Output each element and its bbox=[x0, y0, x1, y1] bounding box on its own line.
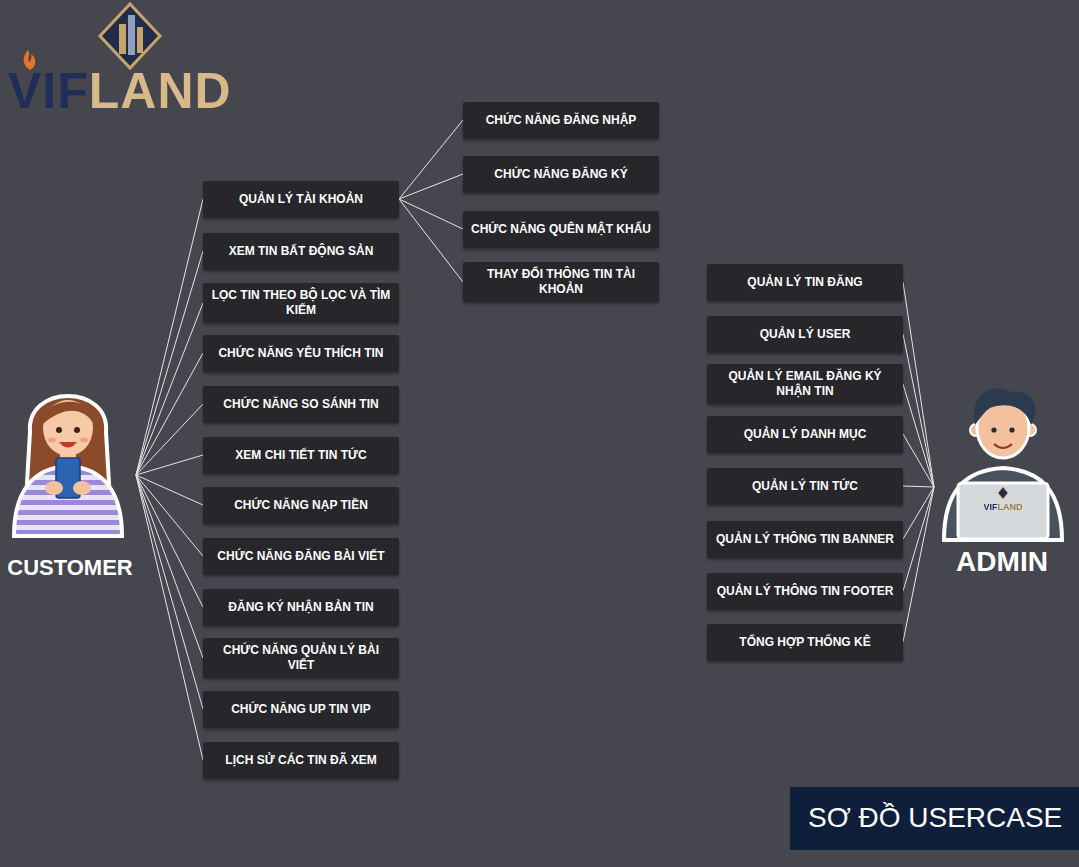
association-line bbox=[903, 334, 934, 487]
usecase-label: CHỨC NĂNG SO SÁNH TIN bbox=[223, 397, 378, 412]
usecase-label: ĐĂNG KÝ NHẬN BẢN TIN bbox=[228, 600, 373, 615]
association-line bbox=[399, 174, 463, 199]
logo-icon bbox=[100, 4, 160, 68]
actor-name: ADMIN bbox=[956, 546, 1048, 578]
usecase-box: THAY ĐỔI THÔNG TIN TÀI KHOẢN bbox=[463, 262, 659, 302]
usecase-label: CHỨC NĂNG ĐĂNG NHẬP bbox=[486, 113, 637, 128]
usecase-label: QUẢN LÝ TÀI KHOẢN bbox=[239, 192, 363, 207]
actor-figure: ADMIN bbox=[934, 380, 1070, 578]
association-line bbox=[903, 486, 934, 487]
association-line bbox=[136, 199, 203, 475]
usecase-label: QUẢN LÝ TIN ĐĂNG bbox=[747, 275, 862, 290]
association-line bbox=[903, 434, 934, 487]
association-line bbox=[136, 475, 203, 658]
usecase-box: LỌC TIN THEO BỘ LỌC VÀ TÌM KIẾM bbox=[203, 283, 399, 323]
association-line bbox=[399, 199, 463, 282]
usecase-label: QUẢN LÝ THÔNG TIN BANNER bbox=[716, 532, 894, 547]
association-line bbox=[136, 475, 203, 760]
logo-wordmark: VIFLAND bbox=[8, 66, 232, 116]
association-line bbox=[136, 455, 203, 475]
usecase-label: LỌC TIN THEO BỘ LỌC VÀ TÌM KIẾM bbox=[211, 288, 391, 318]
usecase-box: QUẢN LÝ USER bbox=[707, 316, 903, 353]
usecase-label: LỊCH SỬ CÁC TIN ĐÃ XEM bbox=[225, 753, 376, 768]
usecase-box: CHỨC NĂNG QUÊN MẬT KHẨU bbox=[463, 211, 659, 248]
usecase-box: XEM TIN BẤT ĐỘNG SẢN bbox=[203, 233, 399, 270]
usecase-box: QUẢN LÝ TIN ĐĂNG bbox=[707, 264, 903, 301]
association-line bbox=[903, 282, 934, 487]
association-line bbox=[136, 475, 203, 556]
usecase-box: QUẢN LÝ TIN TỨC bbox=[707, 468, 903, 505]
association-line bbox=[903, 487, 934, 539]
usecase-box: CHỨC NĂNG YÊU THÍCH TIN bbox=[203, 335, 399, 372]
usecase-label: QUẢN LÝ EMAIL ĐĂNG KÝ NHẬN TIN bbox=[715, 369, 895, 399]
usecase-label: XEM CHI TIẾT TIN TỨC bbox=[235, 448, 366, 463]
association-line bbox=[136, 475, 203, 607]
association-line bbox=[136, 353, 203, 475]
usecase-label: QUẢN LÝ DANH MỤC bbox=[744, 427, 867, 442]
association-line bbox=[399, 120, 463, 199]
usecase-label: CHỨC NĂNG YÊU THÍCH TIN bbox=[218, 346, 383, 361]
actor-figure: CUSTOMER bbox=[4, 378, 136, 580]
usecase-label: QUẢN LÝ USER bbox=[760, 327, 851, 342]
usecase-box: CHỨC NĂNG ĐĂNG KÝ bbox=[463, 156, 659, 193]
usecase-label: THAY ĐỔI THÔNG TIN TÀI KHOẢN bbox=[471, 267, 651, 297]
usecase-box: TỔNG HỢP THỐNG KÊ bbox=[707, 624, 903, 661]
usecase-label: CHỨC NĂNG ĐĂNG KÝ bbox=[494, 167, 627, 182]
laptop-logo: VIFLAND bbox=[984, 503, 1023, 512]
usecase-box: ĐĂNG KÝ NHẬN BẢN TIN bbox=[203, 589, 399, 626]
caption-text: SƠ ĐỒ USERCASE bbox=[808, 803, 1062, 834]
usecase-box: XEM CHI TIẾT TIN TỨC bbox=[203, 437, 399, 474]
usecase-box: CHỨC NĂNG NẠP TIỀN bbox=[203, 487, 399, 524]
usecase-label: CHỨC NĂNG QUẢN LÝ BÀI VIẾT bbox=[211, 643, 391, 673]
usecase-box: CHỨC NĂNG ĐĂNG BÀI VIẾT bbox=[203, 538, 399, 575]
admin-figure bbox=[944, 389, 1062, 540]
usecase-box: QUẢN LÝ THÔNG TIN BANNER bbox=[707, 521, 903, 558]
usecase-box: QUẢN LÝ DANH MỤC bbox=[707, 416, 903, 453]
association-line bbox=[136, 475, 203, 505]
association-line bbox=[136, 303, 203, 475]
usecase-label: CHỨC NĂNG QUÊN MẬT KHẨU bbox=[471, 222, 651, 237]
association-line bbox=[136, 251, 203, 475]
customer-figure bbox=[14, 396, 122, 536]
usecase-box: QUẢN LÝ EMAIL ĐĂNG KÝ NHẬN TIN bbox=[707, 364, 903, 404]
usecase-label: CHỨC NĂNG NẠP TIỀN bbox=[234, 498, 368, 513]
usecase-label: CHỨC NĂNG UP TIN VIP bbox=[231, 702, 371, 717]
usecase-label: TỔNG HỢP THỐNG KÊ bbox=[739, 635, 870, 650]
actor-name: CUSTOMER bbox=[7, 555, 133, 580]
usecase-box: QUẢN LÝ THÔNG TIN FOOTER bbox=[707, 573, 903, 610]
usecase-label: XEM TIN BẤT ĐỘNG SẢN bbox=[229, 244, 374, 259]
usecase-box: CHỨC NĂNG UP TIN VIP bbox=[203, 691, 399, 728]
usecase-box: CHỨC NĂNG ĐĂNG NHẬP bbox=[463, 102, 659, 139]
usecase-box: QUẢN LÝ TÀI KHOẢN bbox=[203, 181, 399, 218]
association-line bbox=[903, 487, 934, 642]
caption-box: SƠ ĐỒ USERCASE bbox=[790, 787, 1079, 850]
usecase-box: LỊCH SỬ CÁC TIN ĐÃ XEM bbox=[203, 742, 399, 779]
association-line bbox=[903, 487, 934, 591]
association-line bbox=[903, 384, 934, 487]
association-line bbox=[136, 404, 203, 475]
usecase-box: CHỨC NĂNG SO SÁNH TIN bbox=[203, 386, 399, 423]
usecase-label: CHỨC NĂNG ĐĂNG BÀI VIẾT bbox=[217, 549, 384, 564]
association-line bbox=[136, 475, 203, 709]
usecase-label: QUẢN LÝ THÔNG TIN FOOTER bbox=[717, 584, 894, 599]
usecase-label: QUẢN LÝ TIN TỨC bbox=[752, 479, 858, 494]
association-line bbox=[399, 199, 463, 229]
usecase-box: CHỨC NĂNG QUẢN LÝ BÀI VIẾT bbox=[203, 638, 399, 678]
